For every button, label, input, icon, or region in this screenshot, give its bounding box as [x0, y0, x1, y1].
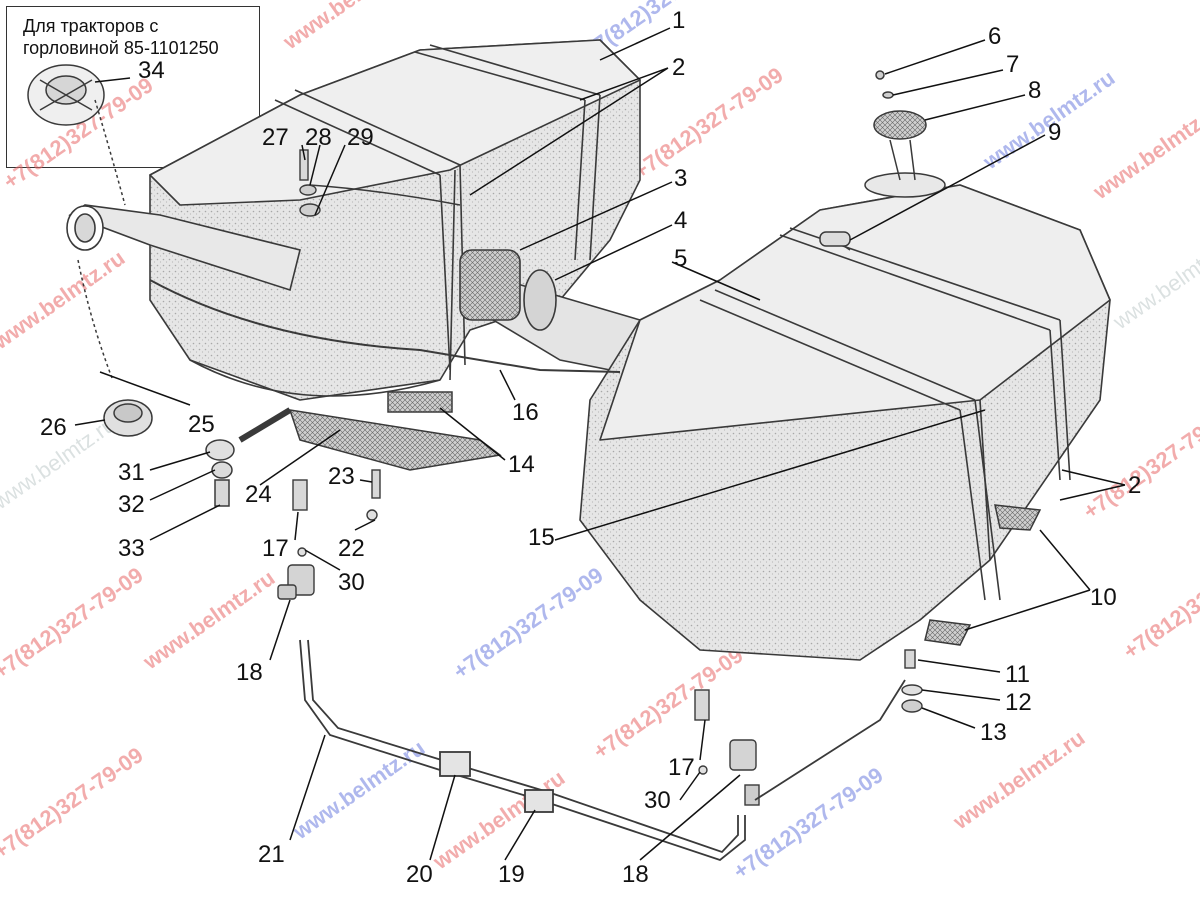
- support-brackets: [288, 391, 1042, 646]
- callout-numbers: 34 1 2 3 4 5 6 7 8 9 27 28 29 16 14 15 2…: [40, 7, 1141, 888]
- watermark-phone: +7(812)327-79-09: [629, 62, 788, 184]
- watermark-phone: +7(812)327-79-09: [1079, 402, 1200, 524]
- cable-29: [309, 184, 461, 206]
- callout-26: 26: [40, 414, 67, 441]
- watermark-site: www.belmtz.ru: [428, 765, 570, 875]
- callout-32: 32: [118, 491, 145, 518]
- right-fuel-tank: [579, 184, 1111, 661]
- callout-33: 33: [118, 535, 145, 562]
- callout-31: 31: [118, 459, 145, 486]
- callout-4: 4: [674, 207, 687, 234]
- watermark-site: www.belmtz.ru: [1108, 232, 1200, 335]
- watermark-site: www.belmtz.ru: [288, 735, 430, 845]
- watermark-phone: +7(812)327-79-09: [449, 562, 608, 684]
- watermark-phone: +7(812)327-79-09: [1119, 542, 1200, 664]
- callout-5: 5: [674, 245, 687, 272]
- bolt-washer-27-28: [299, 149, 321, 217]
- watermark-site: www.belmtz.ru: [1088, 95, 1200, 205]
- note-box: Для тракторов с горловиной 85-1101250: [6, 6, 260, 168]
- drain-valve-right: [694, 649, 923, 806]
- callout-17-left: 17: [262, 535, 289, 562]
- callout-9: 9: [1048, 119, 1061, 146]
- callout-20: 20: [406, 861, 433, 888]
- callout-13: 13: [980, 719, 1007, 746]
- callout-30-left: 30: [338, 569, 365, 596]
- callout-3: 3: [674, 165, 687, 192]
- filler-neck: [66, 204, 301, 292]
- callout-23: 23: [328, 463, 355, 490]
- fuel-line-16: [149, 279, 621, 373]
- callout-12: 12: [1005, 689, 1032, 716]
- callout-7: 7: [1006, 51, 1019, 78]
- callout-2-right: 2: [1128, 472, 1141, 499]
- balance-tube: [299, 639, 906, 862]
- tank-cap-34: [27, 64, 126, 206]
- callout-11: 11: [1005, 661, 1030, 688]
- note-text: Для тракторов с горловиной 85-1101250: [23, 15, 219, 59]
- watermark-site: www.belmtz.ru: [948, 725, 1090, 835]
- watermark-site: www.belmtz.ru: [278, 0, 420, 55]
- callout-24: 24: [245, 481, 272, 508]
- callout-18-left: 18: [236, 659, 263, 686]
- watermark-phone: +7(812)327-79-09: [729, 762, 888, 884]
- watermark-phone: +7(812)327-79-09: [589, 642, 748, 764]
- connecting-pipe: [459, 249, 662, 382]
- watermark-phone: +7(812)327-79-09: [0, 742, 148, 864]
- callout-14: 14: [508, 451, 535, 478]
- callout-6: 6: [988, 23, 1001, 50]
- callout-19: 19: [498, 861, 525, 888]
- callout-22: 22: [338, 535, 365, 562]
- callout-17-right: 17: [668, 754, 695, 781]
- callout-10: 10: [1090, 584, 1117, 611]
- callout-28: 28: [305, 124, 332, 151]
- callout-1: 1: [672, 7, 685, 34]
- callout-27: 27: [262, 124, 289, 151]
- watermark-phone: +7(812)327-79-09: [0, 562, 148, 684]
- callout-2-top: 2: [672, 54, 685, 81]
- fuel-hose-fittings: [205, 407, 292, 507]
- drain-valve-left: [277, 469, 381, 600]
- note-line-1: Для тракторов с: [23, 16, 159, 36]
- tank-cap-26: [77, 259, 153, 437]
- callout-30-right: 30: [644, 787, 671, 814]
- callout-15: 15: [528, 524, 555, 551]
- callout-29: 29: [347, 124, 374, 151]
- callout-25: 25: [188, 411, 215, 438]
- watermark-site: www.belmtz.ru: [0, 245, 129, 355]
- fuel-level-sender: [819, 70, 946, 251]
- note-line-2: горловиной 85-1101250: [23, 38, 219, 58]
- callout-34: 34: [138, 57, 165, 84]
- callout-16: 16: [512, 399, 539, 426]
- callout-18-right: 18: [622, 861, 649, 888]
- callout-8: 8: [1028, 77, 1041, 104]
- callout-21: 21: [258, 841, 285, 868]
- leader-lines: [74, 27, 1126, 861]
